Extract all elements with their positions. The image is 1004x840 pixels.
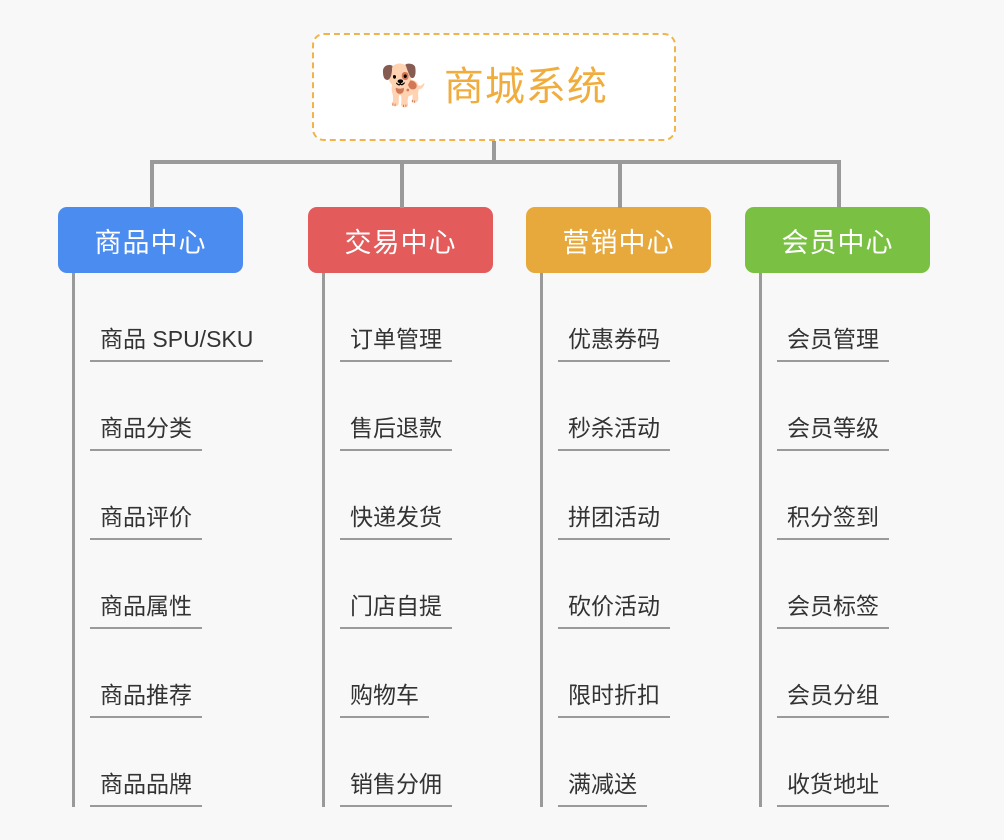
leaf-item-label: 订单管理 — [340, 328, 452, 362]
connector-drop-marketing-center — [618, 160, 622, 208]
branch-header-label: 商品中心 — [94, 227, 207, 258]
leaf-item[interactable]: 商品品牌 — [58, 718, 243, 807]
leaf-item[interactable]: 收货地址 — [745, 718, 930, 807]
leaf-item[interactable]: 会员分组 — [745, 629, 930, 718]
leaf-item-label: 商品 SPU/SKU — [90, 328, 264, 362]
connector-drop-product-center — [150, 160, 154, 208]
branch-header-label: 会员中心 — [781, 227, 894, 258]
leaf-item-label: 满减送 — [558, 773, 647, 807]
leaf-item[interactable]: 拼团活动 — [526, 451, 711, 540]
leaf-item[interactable]: 商品属性 — [58, 540, 243, 629]
leaf-item-label: 商品评价 — [90, 506, 202, 540]
leaf-item-label: 快递发货 — [340, 506, 452, 540]
leaf-item[interactable]: 购物车 — [308, 629, 493, 718]
leaf-item[interactable]: 售后退款 — [308, 362, 493, 451]
leaf-item[interactable]: 会员等级 — [745, 362, 930, 451]
leaf-item-label: 优惠券码 — [558, 328, 670, 362]
leaf-item-label: 门店自提 — [340, 595, 452, 629]
leaf-list-member-center: 会员管理会员等级积分签到会员标签会员分组收货地址 — [745, 273, 930, 807]
leaf-item-label: 售后退款 — [340, 417, 452, 451]
leaf-item-label: 销售分佣 — [340, 773, 452, 807]
leaf-item[interactable]: 商品分类 — [58, 362, 243, 451]
leaf-item[interactable]: 秒杀活动 — [526, 362, 711, 451]
leaf-item-label: 会员管理 — [777, 328, 889, 362]
leaf-rail-trade-center — [322, 273, 325, 807]
branch-header-label: 营销中心 — [562, 227, 675, 258]
connector-horizontal-bus — [150, 160, 840, 164]
branch-member-center: 会员中心会员管理会员等级积分签到会员标签会员分组收货地址 — [745, 207, 930, 807]
leaf-item[interactable]: 门店自提 — [308, 540, 493, 629]
leaf-item-label: 收货地址 — [777, 773, 889, 807]
branch-header-trade-center[interactable]: 交易中心 — [308, 207, 493, 273]
shiba-dog-face-icon: 🐕 — [380, 64, 430, 108]
branch-trade-center: 交易中心订单管理售后退款快递发货门店自提购物车销售分佣 — [308, 207, 493, 807]
leaf-list-marketing-center: 优惠券码秒杀活动拼团活动砍价活动限时折扣满减送 — [526, 273, 711, 807]
leaf-item[interactable]: 优惠券码 — [526, 273, 711, 362]
leaf-item[interactable]: 销售分佣 — [308, 718, 493, 807]
leaf-item-label: 会员分组 — [777, 684, 889, 718]
leaf-item[interactable]: 积分签到 — [745, 451, 930, 540]
leaf-item[interactable]: 会员管理 — [745, 273, 930, 362]
connector-drop-trade-center — [400, 160, 404, 208]
leaf-item[interactable]: 商品 SPU/SKU — [58, 273, 264, 362]
leaf-item[interactable]: 商品评价 — [58, 451, 243, 540]
leaf-item[interactable]: 满减送 — [526, 718, 711, 807]
branch-header-product-center[interactable]: 商品中心 — [58, 207, 243, 273]
leaf-item-label: 商品品牌 — [90, 773, 202, 807]
leaf-item-label: 砍价活动 — [558, 595, 670, 629]
leaf-item[interactable]: 商品推荐 — [58, 629, 243, 718]
leaf-list-trade-center: 订单管理售后退款快递发货门店自提购物车销售分佣 — [308, 273, 493, 807]
connector-drop-member-center — [837, 160, 841, 208]
leaf-item-label: 商品分类 — [90, 417, 202, 451]
leaf-item-label: 拼团活动 — [558, 506, 670, 540]
leaf-list-product-center: 商品 SPU/SKU 商品分类商品评价商品属性商品推荐商品品牌 — [58, 273, 264, 807]
branch-product-center: 商品中心商品 SPU/SKU 商品分类商品评价商品属性商品推荐商品品牌 — [58, 207, 264, 807]
leaf-item-label: 购物车 — [340, 684, 429, 718]
leaf-item-label: 秒杀活动 — [558, 417, 670, 451]
leaf-item-label: 会员等级 — [777, 417, 889, 451]
leaf-item-label: 积分签到 — [777, 506, 889, 540]
branch-header-marketing-center[interactable]: 营销中心 — [526, 207, 711, 273]
connector-root-stem — [492, 141, 496, 163]
leaf-item[interactable]: 快递发货 — [308, 451, 493, 540]
leaf-rail-marketing-center — [540, 273, 543, 807]
leaf-rail-member-center — [759, 273, 762, 807]
leaf-item[interactable]: 订单管理 — [308, 273, 493, 362]
leaf-item-label: 商品属性 — [90, 595, 202, 629]
branch-header-member-center[interactable]: 会员中心 — [745, 207, 930, 273]
leaf-item-label: 商品推荐 — [90, 684, 202, 718]
root-title: 商城系统 — [443, 65, 608, 109]
root-node[interactable]: 🐕 商城系统 — [312, 33, 676, 141]
leaf-item[interactable]: 砍价活动 — [526, 540, 711, 629]
leaf-item-label: 限时折扣 — [558, 684, 670, 718]
branch-marketing-center: 营销中心优惠券码秒杀活动拼团活动砍价活动限时折扣满减送 — [526, 207, 711, 807]
leaf-item-label: 会员标签 — [777, 595, 889, 629]
branch-header-label: 交易中心 — [344, 227, 457, 258]
leaf-item[interactable]: 限时折扣 — [526, 629, 711, 718]
leaf-rail-product-center — [72, 273, 75, 807]
leaf-item[interactable]: 会员标签 — [745, 540, 930, 629]
